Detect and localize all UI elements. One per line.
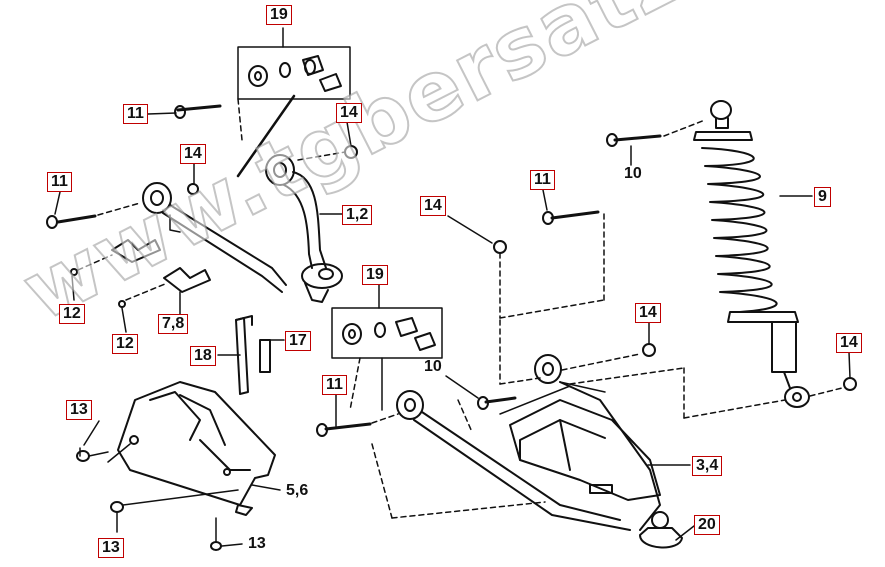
callout-19-lower: 19 <box>362 265 388 285</box>
callout-13-bottom-left: 13 <box>98 538 124 558</box>
callout-11-upper-bolt: 11 <box>123 104 148 124</box>
callout-7-8: 7,8 <box>158 314 189 334</box>
callout-14-upper-right: 14 <box>336 103 362 123</box>
callout-11-lower: 11 <box>322 375 347 395</box>
leader-lines <box>54 112 851 541</box>
callout-12-upper: 12 <box>59 304 85 324</box>
upper-a-arm <box>142 154 343 303</box>
callout-1-2: 1,2 <box>342 205 373 225</box>
upper-arm-bolts <box>46 104 358 229</box>
lower-bushing-kit <box>331 283 443 411</box>
callout-9: 9 <box>814 187 831 207</box>
lower-arm-bolts <box>316 210 656 437</box>
pins <box>235 315 271 395</box>
callout-14-middle: 14 <box>420 196 446 216</box>
callout-20: 20 <box>694 515 720 535</box>
callout-10-upper: 10 <box>624 165 642 182</box>
lower-a-arm <box>396 354 683 549</box>
callout-10-lower: 10 <box>424 358 442 375</box>
callout-14-right: 14 <box>635 303 661 323</box>
callout-14-far-right: 14 <box>836 333 862 353</box>
callout-11-left: 11 <box>47 172 72 192</box>
upper-bushing-kit <box>236 27 351 178</box>
skid-plate-guard <box>107 381 546 519</box>
shock-absorber <box>569 100 857 419</box>
callout-5-6: 5,6 <box>286 482 309 499</box>
callout-17: 17 <box>285 331 311 351</box>
brackets <box>70 239 211 317</box>
callout-14-upper-left: 14 <box>180 144 206 164</box>
callout-3-4: 3,4 <box>692 456 723 476</box>
callout-18: 18 <box>190 346 216 366</box>
callout-12-lower: 12 <box>112 334 138 354</box>
callout-11-middle: 11 <box>530 170 555 190</box>
callout-13-left: 13 <box>66 400 92 420</box>
callout-13-bottom: 13 <box>248 535 266 552</box>
callout-19-upper: 19 <box>266 5 292 25</box>
skid-plate-screws <box>76 447 243 551</box>
